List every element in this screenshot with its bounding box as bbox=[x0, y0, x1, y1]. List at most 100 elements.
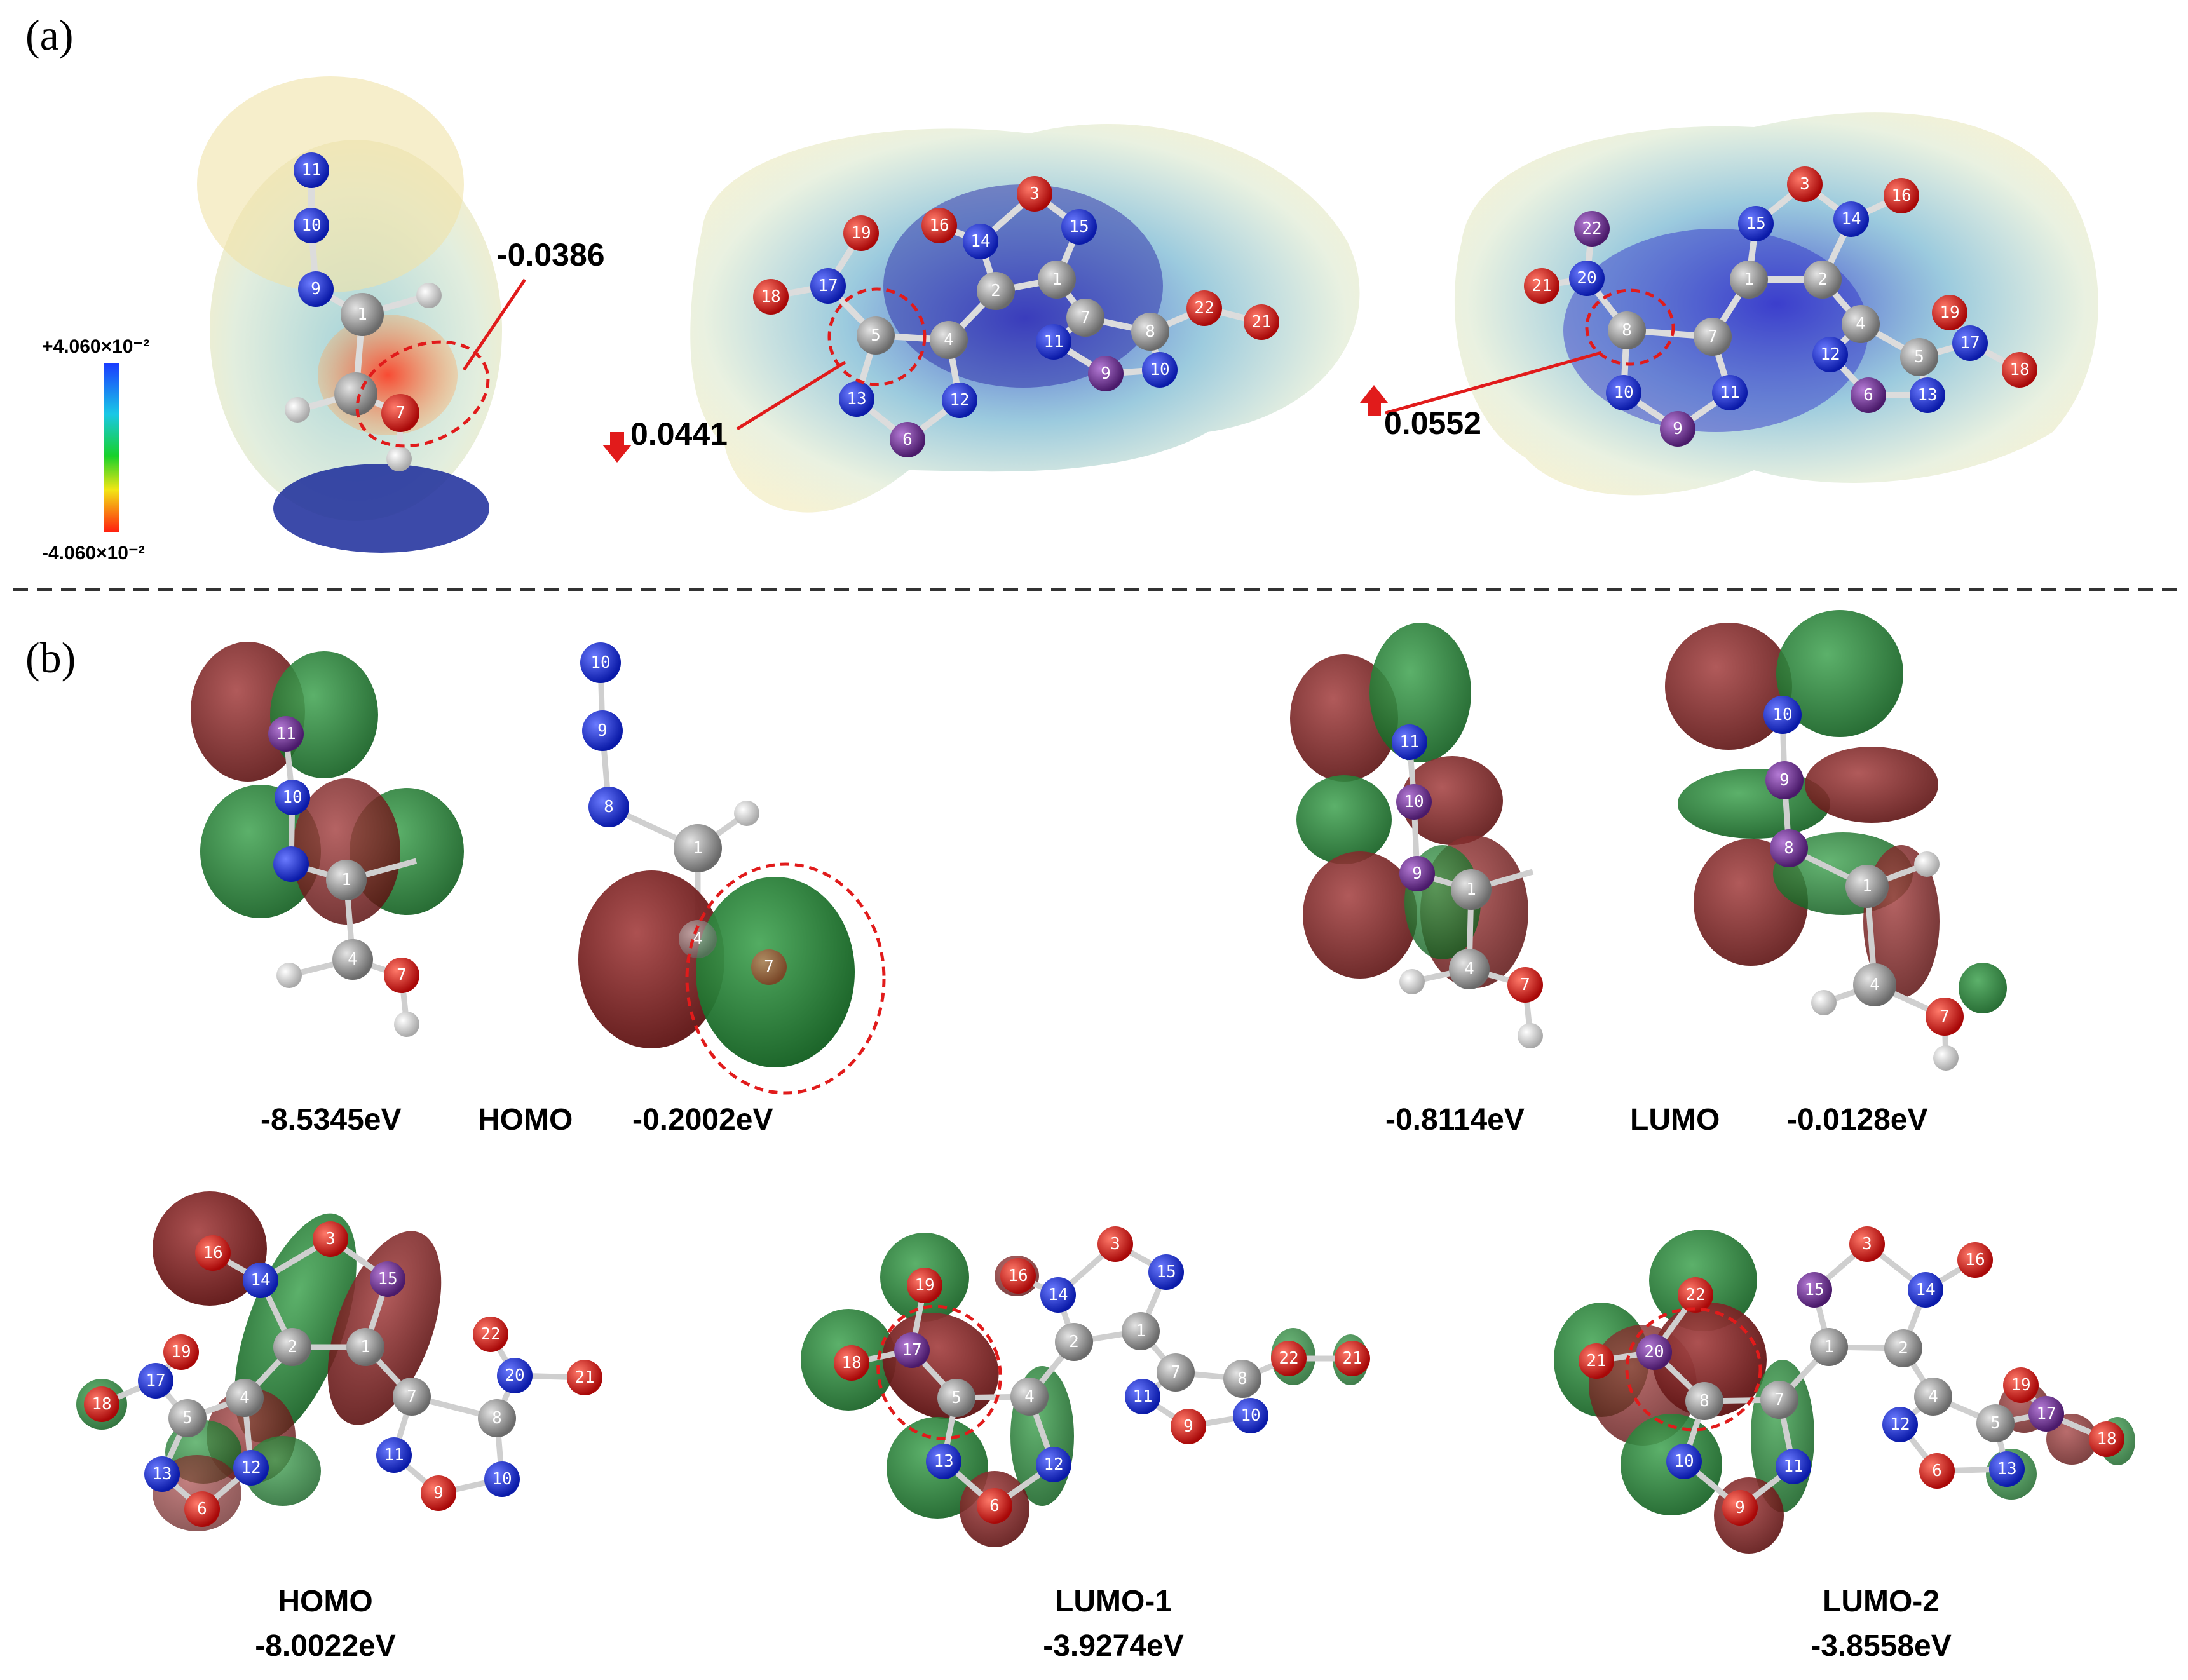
svg-text:6: 6 bbox=[989, 1496, 1000, 1515]
orbital-top-right-energy2: -0.0128eV bbox=[1787, 1103, 1928, 1137]
svg-text:7: 7 bbox=[397, 966, 407, 985]
svg-text:16: 16 bbox=[929, 216, 949, 235]
colorbar-max-label: +4.060×10⁻² bbox=[42, 336, 149, 357]
svg-text:2: 2 bbox=[1898, 1339, 1908, 1358]
svg-text:8: 8 bbox=[1237, 1369, 1247, 1388]
svg-text:7: 7 bbox=[1520, 975, 1530, 994]
svg-text:19: 19 bbox=[171, 1343, 191, 1362]
svg-text:18: 18 bbox=[761, 287, 780, 306]
svg-text:15: 15 bbox=[1069, 217, 1089, 236]
svg-text:6: 6 bbox=[197, 1500, 207, 1519]
orbital-top-left-energy: -8.5345eV bbox=[261, 1103, 402, 1137]
svg-text:10: 10 bbox=[1772, 705, 1792, 724]
svg-text:7: 7 bbox=[395, 403, 405, 423]
svg-text:4: 4 bbox=[1024, 1387, 1035, 1406]
svg-text:22: 22 bbox=[1194, 299, 1214, 318]
svg-text:16: 16 bbox=[203, 1243, 222, 1263]
svg-text:11: 11 bbox=[276, 724, 296, 743]
svg-text:10: 10 bbox=[282, 788, 302, 807]
svg-text:11: 11 bbox=[1132, 1387, 1152, 1406]
svg-text:13: 13 bbox=[934, 1452, 953, 1471]
svg-text:3: 3 bbox=[1110, 1235, 1120, 1254]
svg-text:21: 21 bbox=[574, 1368, 594, 1387]
svg-text:10: 10 bbox=[492, 1470, 512, 1489]
svg-text:3: 3 bbox=[325, 1230, 336, 1249]
svg-text:13: 13 bbox=[1997, 1460, 2016, 1479]
orbital-bottom-1-energy: -8.0022eV bbox=[255, 1629, 396, 1663]
svg-text:14: 14 bbox=[250, 1271, 270, 1290]
svg-text:11: 11 bbox=[384, 1446, 404, 1465]
svg-text:22: 22 bbox=[1582, 219, 1601, 238]
svg-text:19: 19 bbox=[2011, 1376, 2030, 1395]
svg-text:10: 10 bbox=[301, 216, 321, 235]
svg-text:21: 21 bbox=[1342, 1349, 1362, 1368]
svg-text:11: 11 bbox=[1399, 733, 1419, 752]
orbital-top-left-type: HOMO bbox=[478, 1103, 573, 1137]
orbital-bottom-2: 18 17 19 5 13 6 12 4 2 16 14 3 15 1 7 11… bbox=[801, 1226, 1370, 1547]
svg-text:19: 19 bbox=[1940, 303, 1959, 322]
orbital-bottom-1: 16 14 3 15 1 2 4 5 13 6 12 17 19 18 7 11… bbox=[76, 1191, 602, 1531]
svg-text:4: 4 bbox=[1464, 959, 1474, 979]
svg-text:3: 3 bbox=[1029, 184, 1040, 203]
svg-text:1: 1 bbox=[1824, 1338, 1834, 1357]
svg-text:16: 16 bbox=[1965, 1250, 1985, 1270]
svg-text:16: 16 bbox=[1008, 1266, 1028, 1285]
esp-value-3: 0.0552 bbox=[1384, 405, 1481, 441]
svg-text:3: 3 bbox=[1862, 1235, 1872, 1254]
svg-text:10: 10 bbox=[1674, 1452, 1694, 1471]
svg-text:7: 7 bbox=[764, 958, 774, 977]
svg-text:8: 8 bbox=[1699, 1392, 1709, 1411]
panel-label-b: (b) bbox=[25, 633, 76, 682]
orbital-bottom-1-type: HOMO bbox=[278, 1585, 372, 1618]
svg-text:17: 17 bbox=[818, 276, 838, 295]
svg-text:7: 7 bbox=[1774, 1390, 1784, 1409]
svg-text:18: 18 bbox=[841, 1353, 861, 1372]
svg-text:9: 9 bbox=[433, 1484, 444, 1503]
svg-text:9: 9 bbox=[1673, 419, 1683, 438]
esp-value-2: 0.0441 bbox=[630, 416, 728, 452]
svg-text:13: 13 bbox=[1917, 386, 1937, 405]
svg-text:2: 2 bbox=[991, 281, 1001, 301]
svg-text:15: 15 bbox=[377, 1270, 397, 1289]
svg-text:22: 22 bbox=[1279, 1349, 1298, 1368]
svg-text:7: 7 bbox=[407, 1387, 417, 1406]
svg-text:22: 22 bbox=[1685, 1285, 1705, 1304]
svg-text:9: 9 bbox=[1101, 364, 1111, 383]
svg-text:20: 20 bbox=[1644, 1343, 1664, 1362]
svg-text:17: 17 bbox=[146, 1371, 165, 1390]
svg-text:1: 1 bbox=[341, 870, 351, 890]
svg-text:7: 7 bbox=[1080, 308, 1091, 327]
svg-text:9: 9 bbox=[1183, 1417, 1193, 1436]
svg-text:12: 12 bbox=[1043, 1455, 1063, 1474]
svg-text:6: 6 bbox=[902, 430, 913, 449]
svg-text:1: 1 bbox=[357, 305, 367, 324]
svg-text:5: 5 bbox=[871, 326, 881, 345]
svg-text:1: 1 bbox=[1862, 877, 1872, 896]
svg-text:12: 12 bbox=[1890, 1415, 1910, 1434]
svg-text:17: 17 bbox=[902, 1341, 921, 1360]
svg-text:4: 4 bbox=[240, 1388, 250, 1407]
svg-text:22: 22 bbox=[480, 1325, 500, 1344]
svg-text:8: 8 bbox=[492, 1409, 502, 1428]
svg-text:11: 11 bbox=[301, 161, 321, 180]
svg-text:18: 18 bbox=[2096, 1430, 2116, 1449]
svg-text:16: 16 bbox=[1891, 186, 1911, 205]
svg-text:21: 21 bbox=[1532, 276, 1551, 295]
esp-molecule-1: 11 10 9 1 7 bbox=[197, 76, 527, 553]
colorbar-min-label: -4.060×10⁻² bbox=[42, 543, 145, 564]
arrow-up-icon bbox=[1360, 385, 1388, 416]
svg-text:4: 4 bbox=[693, 930, 703, 949]
svg-text:14: 14 bbox=[1048, 1285, 1068, 1304]
orbital-bottom-2-energy: -3.9274eV bbox=[1043, 1629, 1184, 1663]
svg-text:4: 4 bbox=[944, 330, 954, 349]
esp-colorbar bbox=[104, 363, 119, 532]
svg-text:4: 4 bbox=[1870, 975, 1880, 994]
svg-text:13: 13 bbox=[846, 390, 866, 409]
svg-text:7: 7 bbox=[1940, 1007, 1950, 1026]
svg-text:1: 1 bbox=[1744, 270, 1754, 289]
svg-text:9: 9 bbox=[1779, 771, 1790, 790]
svg-text:11: 11 bbox=[1783, 1457, 1803, 1476]
svg-text:10: 10 bbox=[1150, 360, 1169, 379]
svg-text:20: 20 bbox=[505, 1366, 524, 1385]
svg-text:20: 20 bbox=[1577, 269, 1596, 288]
